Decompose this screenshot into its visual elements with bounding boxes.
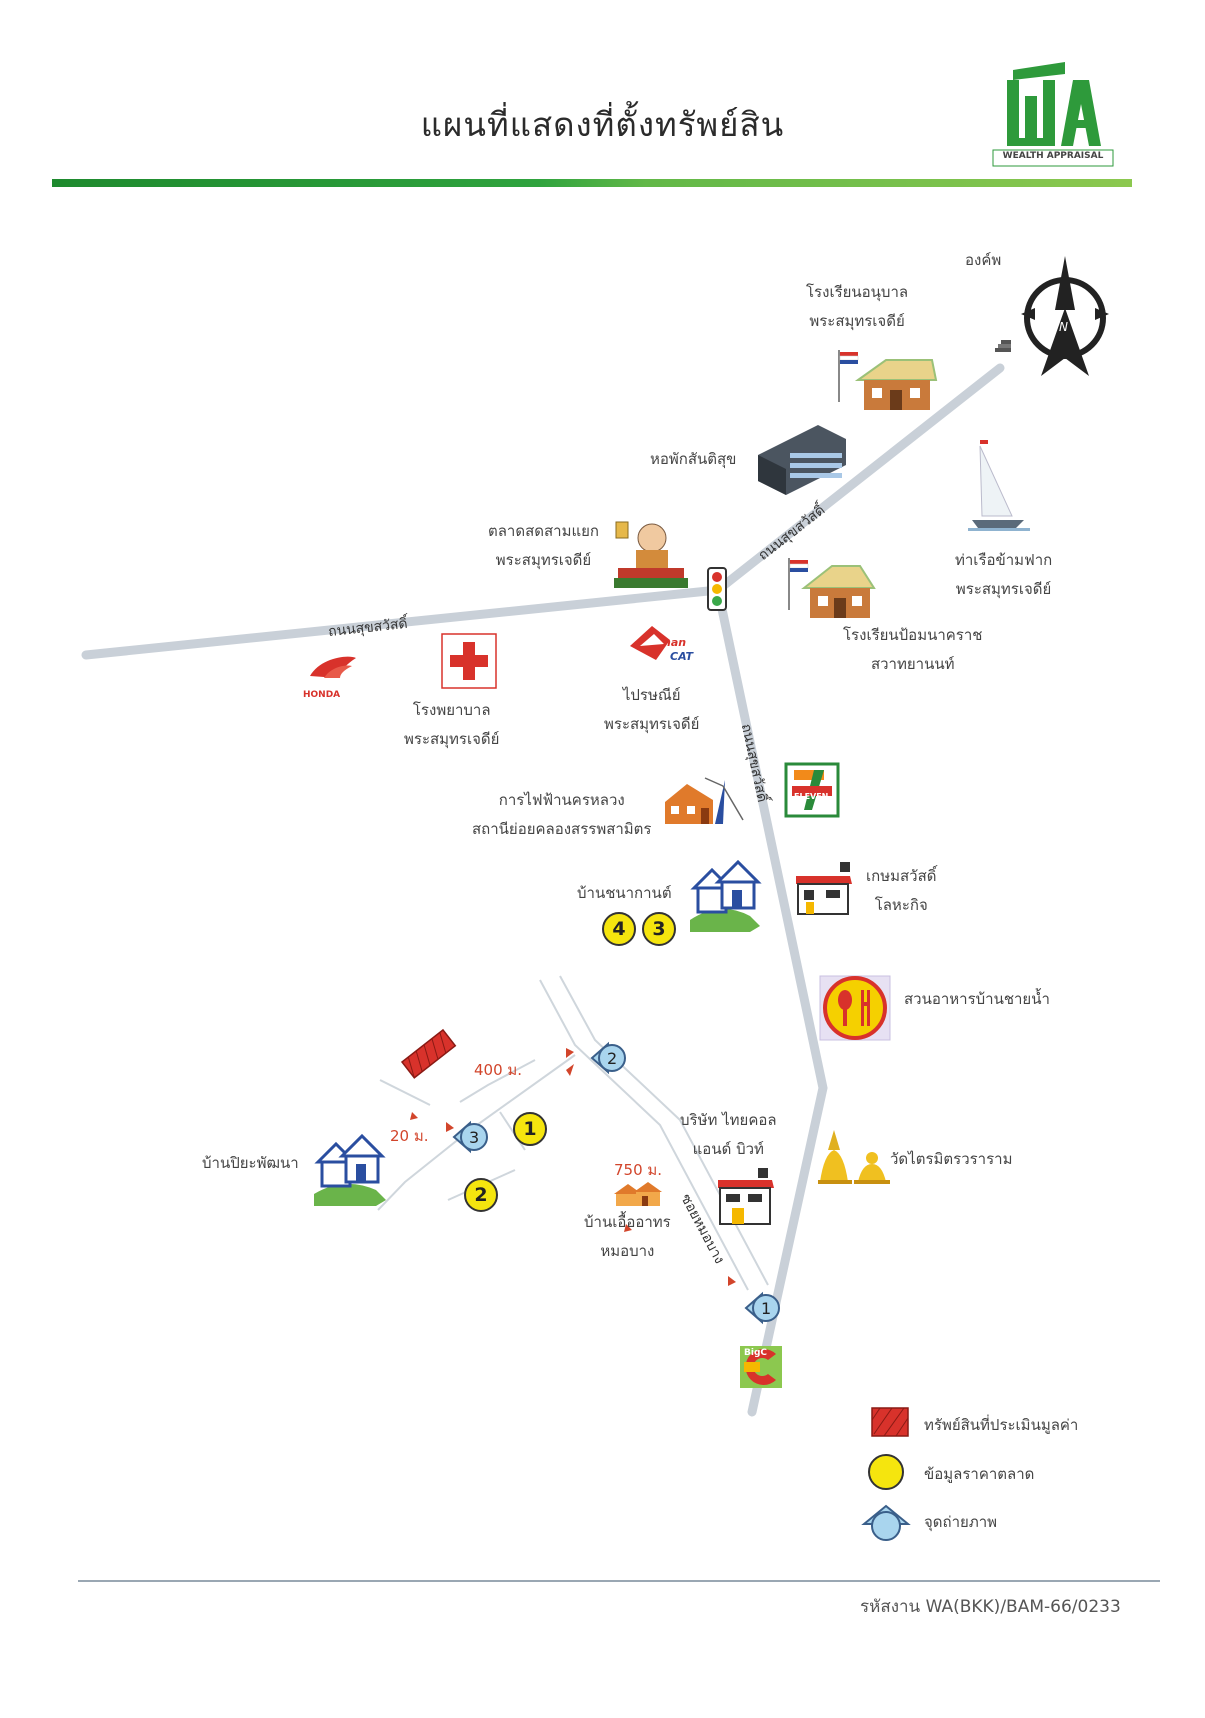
thaikol-company-label: บริษัท ไทยคอล แอนด์ บิวท์ xyxy=(680,1106,777,1164)
post-office-label: ไปรษณีย์ พระสมุทรเจดีย์ xyxy=(604,681,699,739)
market-label-line2: พระสมุทรเจดีย์ xyxy=(495,551,592,569)
road-sukhumvit-northeast xyxy=(713,363,1005,595)
post-office-logo-text: CAT xyxy=(670,650,694,663)
kindergarten-school-label: โรงเรียนอนุบาล พระสมุทรเจดีย์ xyxy=(806,278,908,336)
dormitory-label: หอพักสันติสุข xyxy=(650,450,737,468)
electricity-substation-label: การไฟฟ้านครหลวง สถานีย่อยคลองสรรพสามิตร xyxy=(472,786,651,844)
restaurant-icon xyxy=(819,975,891,1041)
piyapat-village-house-icon xyxy=(314,1133,386,1206)
market-label-line1: ตลาดสดสามแยก xyxy=(488,522,599,540)
ferry-pier-label-line2: พระสมุทรเจดีย์ xyxy=(955,580,1052,598)
photo-point-2-marker: 2 xyxy=(590,1041,626,1075)
post-office-logo-icon xyxy=(630,626,670,660)
north-compass-icon: N xyxy=(1021,256,1109,376)
electricity-substation-label-line2: สถานีย่อยคลองสรรพสามิตร xyxy=(472,820,652,838)
market-vendor-icon xyxy=(614,521,688,588)
honda-logo-icon xyxy=(310,656,356,678)
post-office-logo-small-text: nan xyxy=(663,636,687,649)
market-point-2: 2 xyxy=(464,1178,498,1212)
electricity-substation-icon xyxy=(665,777,744,824)
market-point-3: 3 xyxy=(642,912,676,946)
legend-photo-label: จุดถ่ายภาพ xyxy=(924,1513,998,1531)
kasem-shop-label: เกษมสวัสดิ์ โลหะกิจ xyxy=(866,862,936,920)
chanakan-village-label: บ้านชนากานต์ xyxy=(577,884,672,902)
temple-label: วัดไตรมิตรวราราม xyxy=(890,1150,1013,1168)
post-office-label-line1: ไปรษณีย์ xyxy=(622,686,681,704)
hospital-cross-icon xyxy=(441,633,497,689)
kasem-shop-building-icon xyxy=(796,862,852,915)
header-green-bar xyxy=(52,179,1132,187)
photo-point-3-marker: 3 xyxy=(452,1120,488,1154)
legend-photo-swatch xyxy=(861,1504,911,1541)
thaikol-company-label-line1: บริษัท ไทยคอล xyxy=(680,1111,777,1129)
footer-divider xyxy=(78,1580,1160,1582)
legend-property-label: ทรัพย์สินที่ประเมินมูลค่า xyxy=(924,1416,1079,1434)
job-code: รหัสงาน WA(BKK)/BAM-66/0233 xyxy=(860,1597,1121,1617)
kindergarten-school-label-line1: โรงเรียนอนุบาล xyxy=(806,283,909,301)
pomnakarach-school-label-line2: สวาทยานนท์ xyxy=(870,655,955,673)
svg-text:1: 1 xyxy=(761,1299,771,1318)
kindergarten-school-icon xyxy=(838,350,938,410)
piyapat-village-label: บ้านปิยะพัฒนา xyxy=(202,1154,299,1172)
seven-eleven-logo-text: ELEVEN xyxy=(794,792,829,801)
electricity-substation-label-line1: การไฟฟ้านครหลวง xyxy=(498,791,625,809)
honda-logo-text: HONDA xyxy=(303,690,340,700)
market-label: ตลาดสดสามแยก พระสมุทรเจดีย์ xyxy=(488,517,599,575)
distance-750m: 750 ม. xyxy=(614,1161,663,1179)
pomnakarach-school-icon xyxy=(788,558,876,618)
distance-400m: 400 ม. xyxy=(474,1061,523,1079)
seven-eleven-icon xyxy=(784,762,840,818)
kindergarten-school-label-line2: พระสมุทรเจดีย์ xyxy=(809,312,905,330)
legend-property-swatch xyxy=(871,1407,909,1437)
appraised-property-marker xyxy=(400,1028,457,1079)
market-point-1: 1 xyxy=(513,1112,547,1146)
logo-text: WEALTH APPRAISAL xyxy=(1002,151,1104,161)
wealth-appraisal-logo: WEALTH APPRAISAL xyxy=(985,60,1120,170)
photo-point-1-marker: 1 xyxy=(744,1291,780,1325)
post-office-label-line2: พระสมุทรเจดีย์ xyxy=(604,715,700,733)
distance-20m: 20 ม. xyxy=(390,1127,429,1145)
legend-market-swatch xyxy=(868,1454,904,1490)
svg-text:2: 2 xyxy=(607,1049,617,1068)
svg-text:N: N xyxy=(1059,320,1068,334)
page-title: แผนที่แสดงที่ตั้งทรัพย์สิน xyxy=(420,105,785,144)
hospital-label-line2: พระสมุทรเจดีย์ xyxy=(404,730,500,748)
ongkhapho-label: องค์พ xyxy=(965,251,1002,269)
chanakan-village-house-icon xyxy=(690,859,762,932)
ua-house-label-line1: บ้านเอื้ออาทร xyxy=(584,1213,671,1231)
hospital-label: โรงพยาบาล พระสมุทรเจดีย์ xyxy=(404,696,499,754)
road-sukhumvit-west xyxy=(81,585,723,660)
ferry-pier-label-line1: ท่าเรือข้ามฟาก xyxy=(955,551,1053,569)
ua-house-label-line2: หมอบาง xyxy=(600,1242,655,1260)
thaikol-company-building-icon xyxy=(718,1168,774,1225)
sailboat-icon xyxy=(968,440,1030,531)
direction-arrows xyxy=(410,1048,736,1286)
bigc-logo-text: BigC xyxy=(744,1348,767,1358)
stairs-icon xyxy=(995,340,1011,352)
road-sukhumvit-south xyxy=(713,585,828,1417)
bigc-store-icon xyxy=(740,1346,782,1388)
kasem-shop-label-line2: โลหะกิจ xyxy=(874,896,928,914)
legend-market-label: ข้อมูลราคาตลาด xyxy=(924,1465,1035,1483)
ferry-pier-label: ท่าเรือข้ามฟาก พระสมุทรเจดีย์ xyxy=(955,546,1052,604)
market-point-4: 4 xyxy=(602,912,636,946)
restaurant-label: สวนอาหารบ้านชายน้ำ xyxy=(904,990,1050,1008)
svg-text:3: 3 xyxy=(469,1128,479,1147)
hospital-label-line1: โรงพยาบาล xyxy=(412,701,491,719)
pomnakarach-school-label: โรงเรียนป้อมนาคราช สวาทยานนท์ xyxy=(843,621,982,679)
temple-pagoda-icon xyxy=(818,1130,890,1184)
thaikol-company-label-line2: แอนด์ บิวท์ xyxy=(692,1140,764,1158)
kasem-shop-label-line1: เกษมสวัสดิ์ xyxy=(866,867,937,885)
traffic-light-icon xyxy=(707,567,727,611)
ua-house-label: บ้านเอื้ออาทร หมอบาง xyxy=(584,1208,671,1266)
dormitory-building-icon xyxy=(758,425,846,495)
ua-house-icon xyxy=(614,1182,662,1206)
pomnakarach-school-label-line1: โรงเรียนป้อมนาคราช xyxy=(843,626,983,644)
